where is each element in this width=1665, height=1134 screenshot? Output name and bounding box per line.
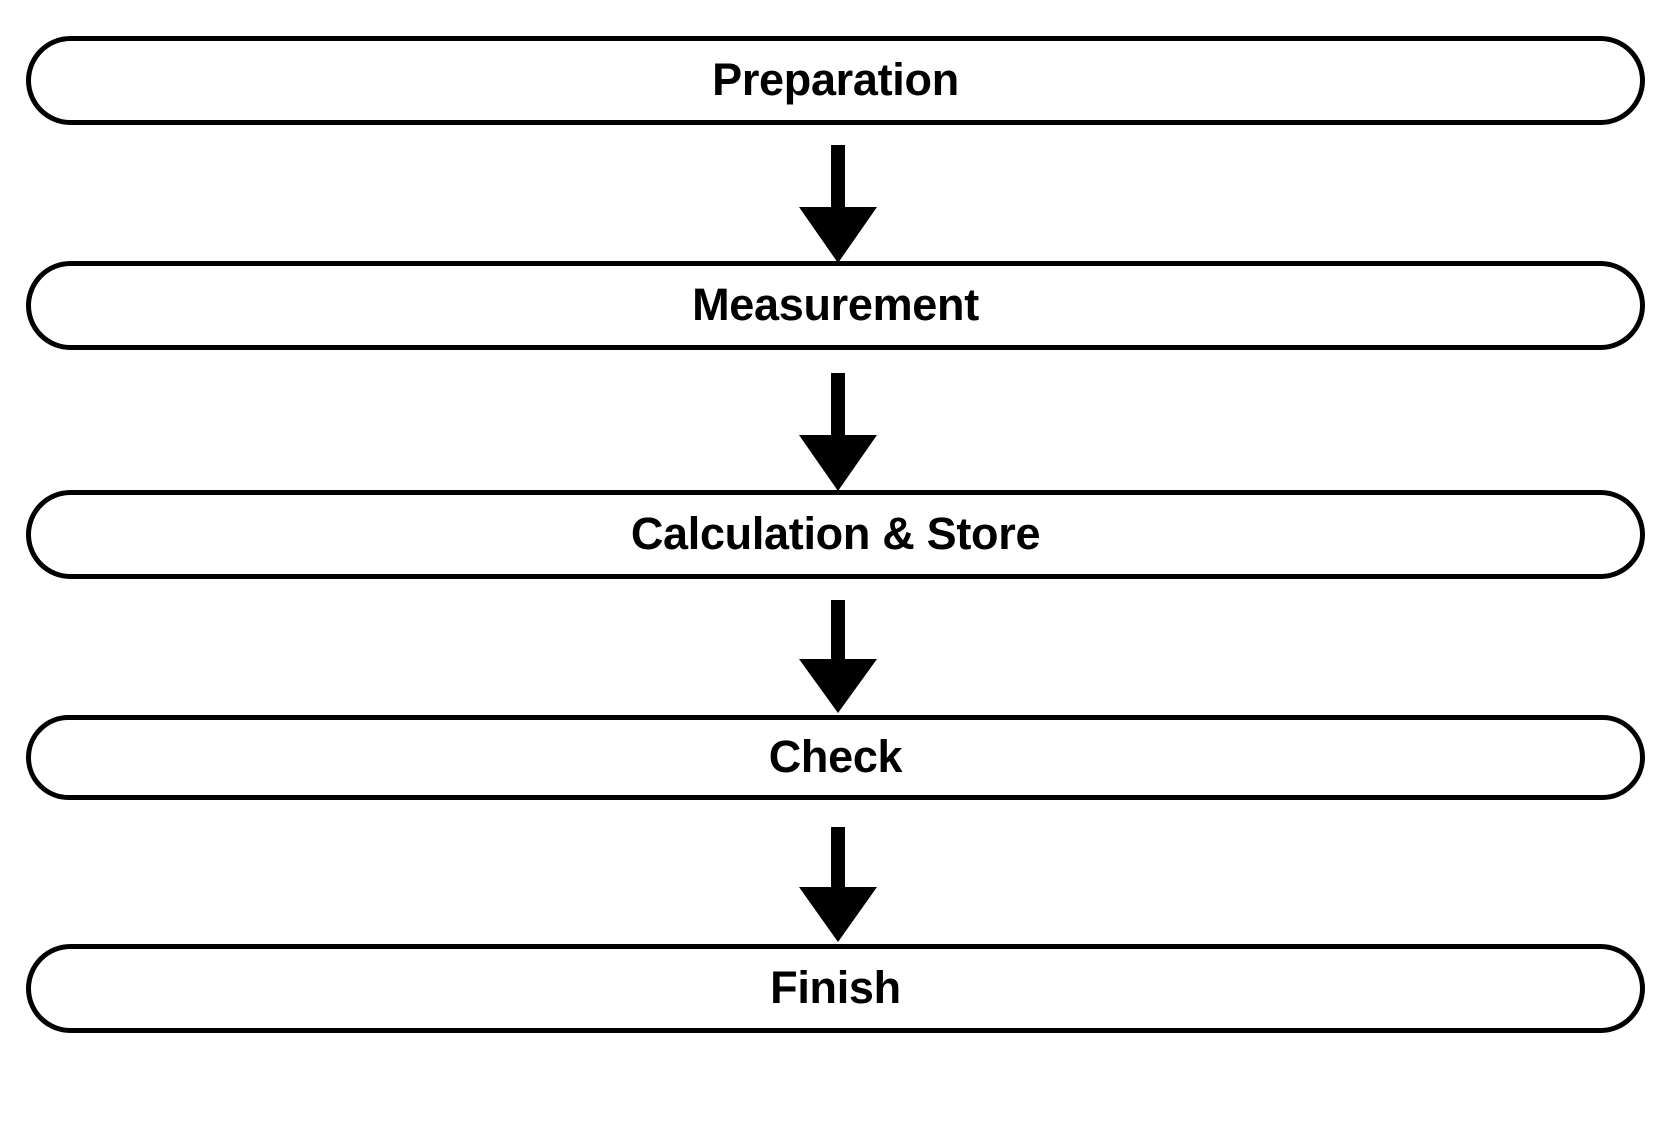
flow-step-check[interactable]: Check bbox=[26, 715, 1645, 800]
arrow-preparation-measurement bbox=[799, 145, 877, 263]
flow-step-label-calculation-store: Calculation & Store bbox=[630, 507, 1041, 559]
flow-step-label-finish: Finish bbox=[770, 961, 901, 1013]
flow-step-finish[interactable]: Finish bbox=[26, 944, 1645, 1033]
arrow-check-finish bbox=[799, 827, 877, 942]
flow-step-label-check: Check bbox=[768, 730, 903, 782]
arrow-calculation-check bbox=[799, 600, 877, 713]
flow-step-label-preparation: Preparation bbox=[712, 53, 959, 105]
flow-step-preparation[interactable]: Preparation bbox=[26, 36, 1645, 125]
arrow-measurement-calculation bbox=[799, 373, 877, 491]
flow-step-label-measurement: Measurement bbox=[692, 278, 979, 330]
flow-step-measurement[interactable]: Measurement bbox=[26, 261, 1645, 350]
flow-step-calculation-store[interactable]: Calculation & Store bbox=[26, 490, 1645, 579]
